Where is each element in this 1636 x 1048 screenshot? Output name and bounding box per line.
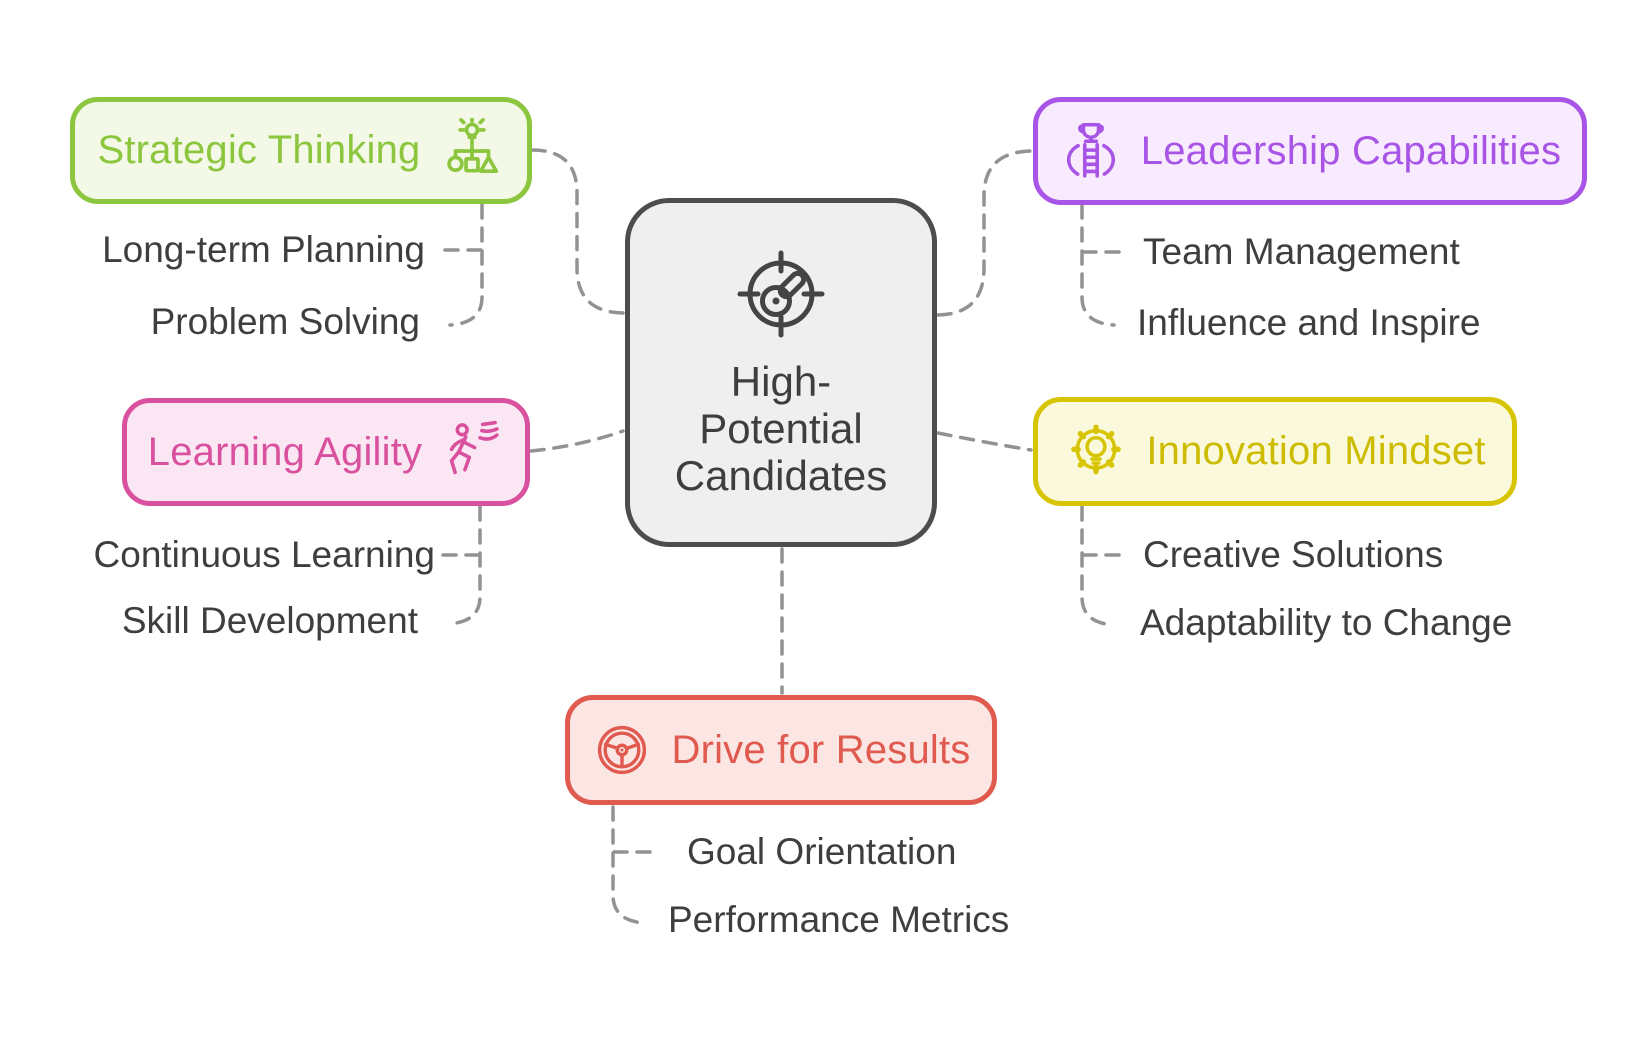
connector-strategic-children bbox=[448, 203, 484, 327]
child-node-goal-orientation[interactable]: Goal Orientation bbox=[687, 831, 957, 872]
branch-node-learning-agility[interactable]: Learning Agility bbox=[122, 398, 530, 506]
branch-label: Strategic Thinking bbox=[97, 128, 421, 172]
target-compass-icon bbox=[737, 250, 825, 338]
child-node-continuous-learning[interactable]: Continuous Learning bbox=[93, 534, 435, 575]
child-node-creative-solutions[interactable]: Creative Solutions bbox=[1143, 534, 1444, 575]
center-node-label: High- Potential Candidates bbox=[674, 358, 888, 499]
branch-node-drive-for-results[interactable]: Drive for Results bbox=[565, 695, 997, 805]
gear-lightbulb-icon bbox=[1071, 423, 1122, 474]
branch-label: Learning Agility bbox=[147, 429, 423, 474]
runner-motion-icon bbox=[450, 420, 499, 475]
connector-strategic-center bbox=[530, 148, 625, 315]
child-node-problem-solving[interactable]: Problem Solving bbox=[150, 301, 420, 342]
connector-drive-children bbox=[611, 805, 647, 925]
branch-node-leadership-capabilities[interactable]: Leadership Capabilities bbox=[1033, 97, 1587, 205]
branch-node-innovation-mindset[interactable]: Innovation Mindset bbox=[1033, 397, 1517, 506]
connector-leadership-children bbox=[1080, 203, 1116, 327]
connector-innovation-children bbox=[1080, 505, 1116, 627]
child-node-adaptability-to-change[interactable]: Adaptability to Change bbox=[1140, 602, 1513, 643]
child-node-performance-metrics[interactable]: Performance Metrics bbox=[668, 899, 1010, 940]
connector-center-leadership bbox=[936, 149, 1033, 317]
connector-agility-center bbox=[529, 429, 625, 453]
branch-node-strategic-thinking[interactable]: Strategic Thinking bbox=[70, 97, 532, 204]
child-node-skill-development[interactable]: Skill Development bbox=[121, 600, 418, 641]
connector-center-innovation bbox=[936, 431, 1033, 452]
trophy-ladder-icon bbox=[1066, 123, 1115, 178]
child-node-team-management[interactable]: Team Management bbox=[1143, 231, 1460, 272]
steering-wheel-icon bbox=[598, 725, 647, 775]
decision-tree-lightbulb-icon bbox=[446, 117, 498, 173]
child-node-influence-and-inspire[interactable]: Influence and Inspire bbox=[1137, 302, 1481, 343]
center-node-high-potential-candidates[interactable]: High- Potential Candidates bbox=[625, 198, 937, 547]
branch-label: Drive for Results bbox=[671, 727, 971, 772]
child-node-long-term-planning[interactable]: Long-term Planning bbox=[102, 229, 425, 270]
connector-agility-children bbox=[446, 505, 482, 626]
branch-label: Leadership Capabilities bbox=[1140, 128, 1562, 173]
branch-label: Innovation Mindset bbox=[1146, 429, 1486, 473]
